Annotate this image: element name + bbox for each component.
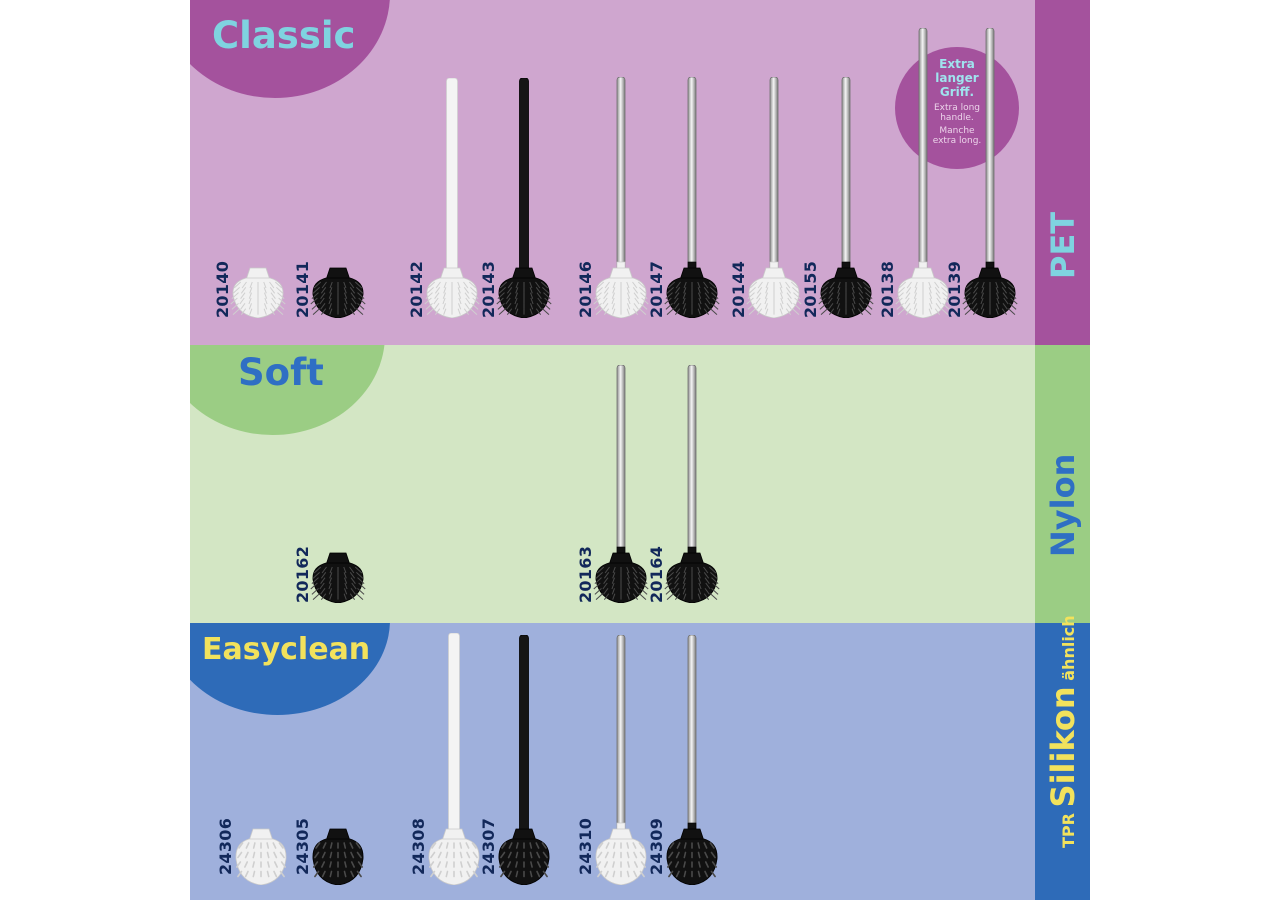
classic-title: Classic [212,14,356,57]
silicone-material-label: TPR Silikon ähnlich [1044,615,1082,848]
product-code: 20141 [293,260,312,318]
brush-head-image [235,828,287,886]
brush-20143 [493,77,555,322]
brush-head-image [310,552,366,604]
brush-20140 [227,266,289,322]
badge-en-1: Extra long [933,103,981,113]
material-silikon: Silikon [1043,686,1082,808]
toilet-brush-image [666,634,718,886]
easyclean-section: Easyclean 24306 24305 24308 24307 24310 24309 [190,623,1035,900]
product-code: 24307 [479,817,498,875]
product-code: 20142 [407,260,426,318]
product-code: 20155 [801,260,820,318]
brush-20147 [661,76,723,322]
toilet-brush-image [498,634,550,886]
brush-24308 [423,632,485,889]
nylon-material-label: Nylon [1043,453,1082,557]
toilet-brush-image [593,364,649,604]
brush-head-image [230,267,286,319]
toilet-brush-image [424,77,480,319]
pet-material-label: PET [1043,211,1082,279]
brush-20141 [307,266,369,322]
product-code: 20164 [647,545,666,603]
product-code: 20138 [878,260,897,318]
brush-head-image [310,267,366,319]
soft-title: Soft [238,351,324,394]
brush-24307 [493,634,555,889]
toilet-brush-image [962,27,1018,319]
product-code: 24309 [647,817,666,875]
product-code: 24310 [576,817,595,875]
toilet-brush-image [664,76,720,319]
badge-line-3: Griff. [939,85,975,99]
brush-24310 [590,634,652,889]
badge-line-2: langer [935,71,979,85]
brush-24305 [307,827,369,889]
product-code: 20147 [647,260,666,318]
toilet-brush-image [664,364,720,604]
product-code: 20140 [213,260,232,318]
material-suffix: ähnlich [1058,615,1078,681]
badge-fr-1: Manche [939,126,975,136]
product-code: 20143 [479,260,498,318]
pet-material-bar: PET [1035,0,1090,345]
brush-20163 [590,364,652,607]
brush-24306 [230,827,292,889]
product-code: 24308 [409,817,428,875]
product-code: 24306 [216,817,235,875]
brush-20142 [421,77,483,322]
badge-fr-2: extra long. [932,136,982,146]
product-code: 24305 [293,817,312,875]
easyclean-title: Easyclean [202,632,371,667]
toilet-brush-image [895,27,951,319]
brush-20146 [590,76,652,322]
toilet-brush-image [593,76,649,319]
brush-20162 [307,551,369,607]
silicone-material-bar: TPR Silikon ähnlich [1035,615,1090,900]
toilet-brush-image [746,76,802,319]
toilet-brush-image [818,76,874,319]
toilet-brush-image [595,634,647,886]
classic-section: Classic Extra langer Griff. Extra long h… [190,0,1035,345]
brush-20139 [959,27,1021,322]
material-tpr: TPR [1058,813,1078,848]
badge-en-2: handle. [940,113,974,123]
brush-20138 [892,27,954,322]
product-code: 20144 [729,260,748,318]
product-code: 20162 [293,545,312,603]
toilet-brush-image [428,632,480,886]
brush-20155 [815,76,877,322]
extra-long-handle-badge: Extra langer Griff. Extra long handle. M… [895,47,1019,169]
brush-24309 [661,634,723,889]
toilet-brush-image [496,77,552,319]
badge-line-1: Extra [939,57,975,71]
brush-20144 [743,76,805,322]
catalog-panel: Classic Extra langer Griff. Extra long h… [190,0,1090,900]
brush-20164 [661,364,723,607]
nylon-material-bar: Nylon [1035,345,1090,623]
product-code: 20139 [945,260,964,318]
product-code: 20146 [576,260,595,318]
product-code: 20163 [576,545,595,603]
soft-section: Soft 20162 20163 20164 [190,345,1035,623]
brush-head-image [312,828,364,886]
